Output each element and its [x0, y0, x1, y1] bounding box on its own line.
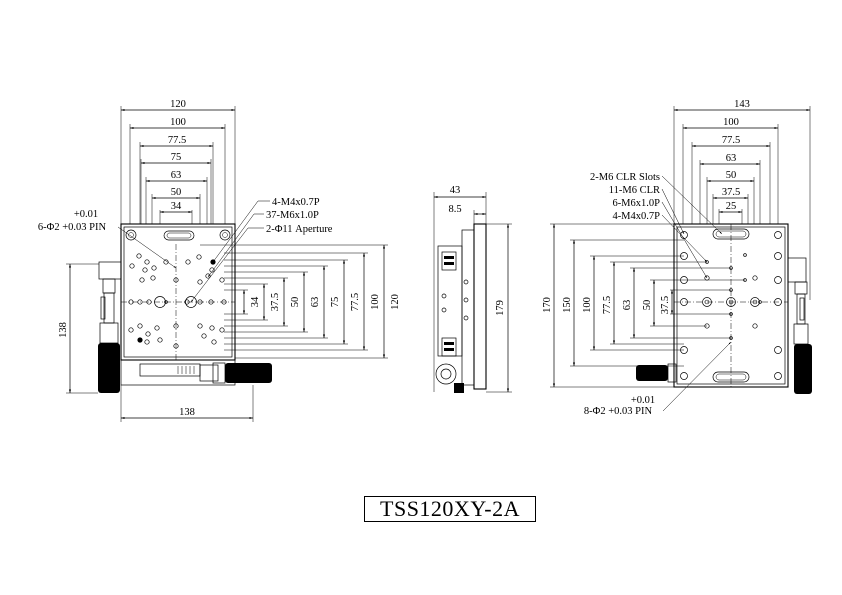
dim-label: 34	[171, 201, 182, 212]
dim-label: 43	[450, 185, 461, 196]
front-top-dimension-lines	[121, 108, 235, 214]
dim-label: 77.5	[602, 296, 613, 314]
dim-label: 120	[170, 99, 186, 110]
front-hole-pattern	[128, 253, 227, 349]
bottom-left-dim-labels: 170 150 100 77.5 63 50 37.5	[542, 296, 671, 314]
front-left-micrometer	[98, 261, 122, 393]
dim-label: 75	[171, 152, 182, 163]
dim-label: 170	[542, 297, 553, 313]
front-right-dim-labels: 34 37.5 50 63 75 77.5 100 120	[250, 293, 401, 311]
bottom-view: 143 100 77.5 63 50 37.5 25	[542, 99, 812, 417]
dim-label: 120	[390, 294, 401, 310]
side-view: 43 8.5 179	[433, 185, 512, 393]
side-plate	[473, 223, 487, 390]
bottom-right-micrometer	[787, 257, 812, 394]
callout-label: 11-M6 CLR	[609, 185, 660, 196]
bottom-top-dimension-lines	[674, 108, 810, 214]
bottom-left-dimension-lines	[552, 224, 674, 387]
callout-label: 2-Φ11 Aperture	[266, 224, 333, 235]
dim-label: 100	[723, 117, 739, 128]
front-bottom-micrometer	[120, 359, 272, 386]
corner-hole	[125, 229, 137, 241]
callout-label: 37-M6x1.0P	[266, 210, 319, 221]
front-slot	[163, 230, 195, 241]
pin-note: 8-Φ2 +0.03 PIN	[584, 406, 653, 417]
dim-label: 37.5	[270, 293, 281, 311]
front-view: 120 100 77.5 75 63 50 34	[38, 99, 401, 422]
front-right-extension-lines	[200, 244, 388, 359]
dim-label: 77.5	[168, 135, 186, 146]
pin-leader	[117, 226, 177, 269]
pin-tolerance: +0.01	[631, 395, 655, 406]
dim-label: 63	[171, 170, 182, 181]
dim-label: 63	[310, 297, 321, 308]
drawing-title: TSS120XY-2A	[364, 496, 536, 522]
dim-label: 100	[170, 117, 186, 128]
side-knob	[435, 363, 457, 385]
dim-label: 50	[290, 297, 301, 308]
front-stage-inner	[123, 226, 233, 358]
front-top-dim-labels: 120 100 77.5 75 63 50 34	[168, 99, 186, 212]
dim-label: 34	[250, 296, 261, 307]
dim-label: 100	[582, 297, 593, 313]
callout-label: 4-M4x0.7P	[272, 197, 320, 208]
dim-label: 77.5	[350, 293, 361, 311]
dim-label: 50	[726, 170, 737, 181]
dim-label: 50	[642, 300, 653, 311]
dim-label: 100	[370, 294, 381, 310]
dim-label: 179	[495, 300, 506, 316]
callout-label: 6-M6x1.0P	[612, 198, 660, 209]
callout-label: 4-M4x0.7P	[612, 211, 660, 222]
dim-label: 75	[330, 297, 341, 308]
callout-label: 2-M6 CLR Slots	[590, 172, 660, 183]
dim-label: 77.5	[722, 135, 740, 146]
bottom-left-micrometer	[636, 363, 677, 383]
dim-label: 150	[562, 297, 573, 313]
bottom-top-extension-lines	[673, 106, 811, 300]
dim-label: 138	[58, 322, 69, 338]
dim-label: 50	[171, 187, 182, 198]
dim-label: 25	[726, 201, 737, 212]
front-right-dimension-lines	[242, 245, 386, 358]
bottom-top-dim-labels: 143 100 77.5 63 50 37.5 25	[722, 99, 750, 212]
bottom-left-extension-lines	[550, 223, 745, 388]
pin-note: 6-Φ2 +0.03 PIN	[38, 222, 107, 233]
dim-label: 138	[179, 407, 195, 418]
dim-label: 37.5	[722, 187, 740, 198]
dim-label: 143	[734, 99, 750, 110]
dim-label: 63	[726, 153, 737, 164]
side-carriage	[461, 229, 475, 386]
dim-label: 8.5	[448, 204, 461, 215]
dim-label: 63	[622, 300, 633, 311]
pin-leader	[662, 341, 732, 412]
dim-label: 37.5	[660, 296, 671, 314]
corner-hole	[219, 229, 231, 241]
pin-tolerance: +0.01	[74, 209, 98, 220]
